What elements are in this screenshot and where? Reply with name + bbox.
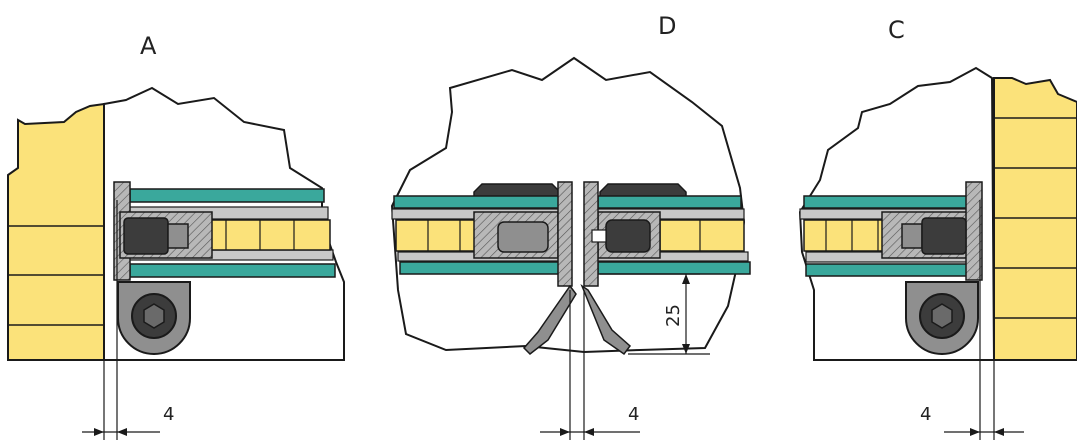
view-a-dimension-value: 4: [163, 404, 174, 425]
view-d: 25 4 D: [390, 12, 751, 440]
view-c: 4 C: [798, 16, 1077, 440]
view-a-connector-nut: [167, 223, 189, 249]
view-d-yellow-core-right: [659, 219, 745, 252]
view-a-glass-top: [129, 188, 325, 203]
view-c-label: C: [888, 16, 905, 44]
view-d-arrow-icon: [682, 274, 690, 284]
view-a-bolt-hex-icon: [143, 303, 165, 329]
view-a-yellow-block: [7, 102, 105, 361]
view-d-connector-right: [605, 219, 651, 253]
view-a-arrow-icon: [117, 428, 127, 436]
view-d-pin: [591, 229, 607, 243]
view-d-flap-left: [522, 284, 577, 355]
view-d-glass-bottom-right: [597, 261, 751, 275]
view-d-flap-right: [580, 284, 632, 356]
view-c-yellow-block: [993, 77, 1077, 361]
view-a: 4 A: [7, 32, 345, 440]
view-c-glass-bottom: [805, 263, 969, 277]
view-a-arrow-icon: [94, 428, 104, 436]
view-d-label: D: [658, 12, 676, 40]
view-c-bolt-hex-icon: [931, 303, 953, 329]
view-c-arrow-icon: [970, 428, 980, 436]
view-d-dimension-value: 4: [628, 404, 639, 425]
view-c-connector: [921, 217, 967, 255]
view-a-glass-bottom: [129, 263, 336, 278]
view-d-arrow-icon: [584, 428, 594, 436]
view-d-glass-top-right: [597, 195, 742, 209]
view-d-connector-left: [497, 221, 549, 253]
view-c-arrow-icon: [994, 428, 1004, 436]
view-d-vertical-dimension-value: 25: [663, 304, 684, 327]
view-c-connector-nut: [901, 223, 923, 249]
view-a-label: A: [140, 32, 157, 60]
view-c-dimension-value: 4: [920, 404, 931, 425]
view-d-arrow-icon: [682, 344, 690, 354]
view-a-connector: [123, 217, 169, 255]
view-d-arrow-icon: [560, 428, 570, 436]
view-d-endcap-left: [557, 181, 573, 287]
view-d-glass-top-left: [393, 195, 569, 209]
view-c-glass-top: [803, 195, 971, 209]
view-d-glass-bottom-left: [399, 261, 561, 275]
